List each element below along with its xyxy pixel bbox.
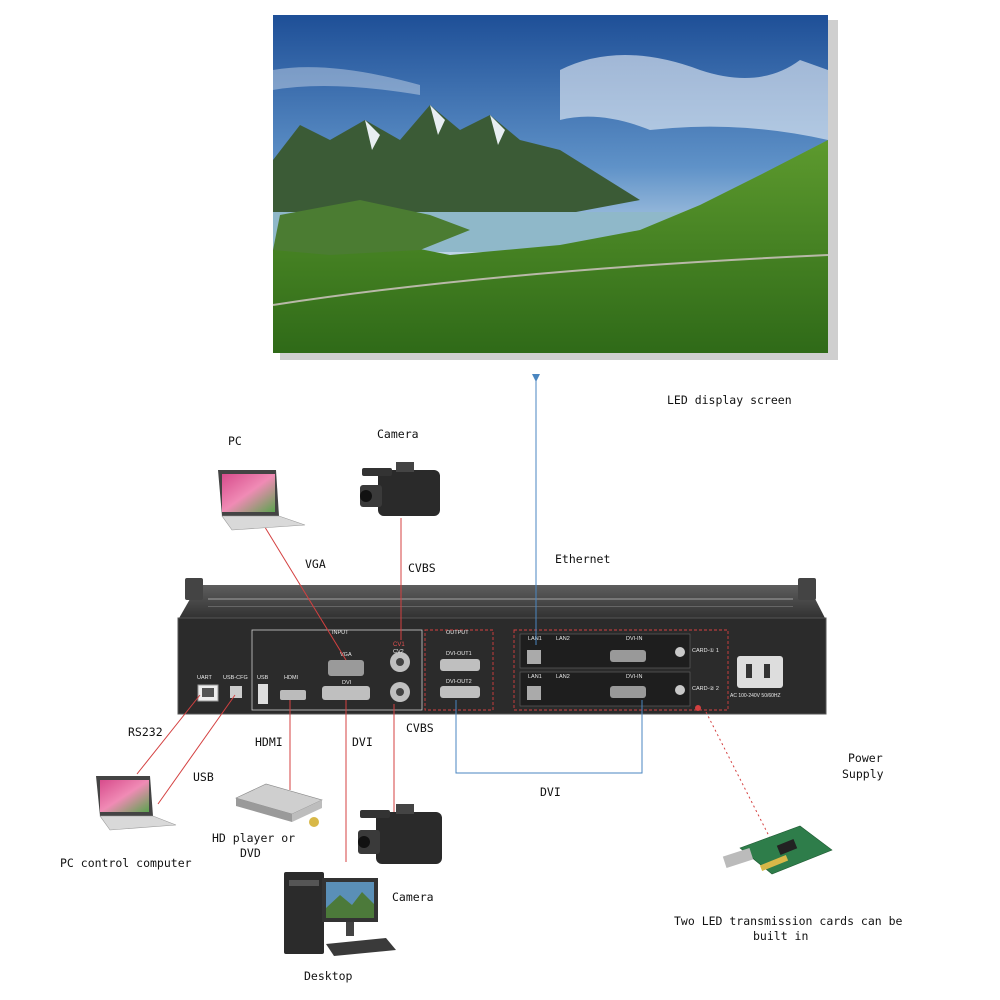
led-screen-image xyxy=(272,15,838,360)
device-label-lan2-b: LAN2 xyxy=(556,674,570,680)
vga-line xyxy=(262,523,347,661)
device-label-ac: AC 100-240V 50/60HZ xyxy=(730,693,781,699)
label-vga: VGA xyxy=(305,557,326,571)
hd-player-icon xyxy=(235,783,323,827)
signal-lines xyxy=(136,374,772,862)
device-label-dvi-out2: DVI-OUT2 xyxy=(446,679,472,685)
label-led-display-screen: LED display screen xyxy=(667,393,792,407)
pc-control-laptop-icon xyxy=(96,776,177,831)
rs232-line xyxy=(136,694,201,775)
device-label-dvi: DVI xyxy=(342,680,352,686)
label-hd-player-line2: DVD xyxy=(240,846,261,860)
device-label-vga: VGA xyxy=(340,652,352,658)
label-dvi-loop: DVI xyxy=(540,785,561,799)
label-camera-bottom: Camera xyxy=(392,890,434,904)
device-label-output: OUTPUT xyxy=(446,630,469,636)
device-label-input: INPUT xyxy=(332,630,349,636)
device-label-usb-cfg: USB-CFG xyxy=(223,675,248,681)
pc-laptop-icon xyxy=(218,470,306,531)
label-camera-top: Camera xyxy=(377,427,419,441)
device-label-card1: CARD-① 1 xyxy=(692,647,719,654)
camera-bottom-icon xyxy=(358,804,442,864)
label-dvi-input: DVI xyxy=(352,735,373,749)
device-label-dvi-in-b: DVI-IN xyxy=(626,674,643,680)
device-label-lan1-a: LAN1 xyxy=(528,636,542,642)
label-hdmi: HDMI xyxy=(255,735,283,749)
label-cards-note-line2: built in xyxy=(753,929,809,943)
label-power-supply-line2: Supply xyxy=(842,767,884,781)
device-label-uart: UART xyxy=(197,675,213,681)
usb-line xyxy=(157,694,236,805)
device-label-dvi-out1: DVI-OUT1 xyxy=(446,651,472,657)
label-hd-player-line1: HD player or xyxy=(212,831,296,845)
label-cvbs-top: CVBS xyxy=(408,561,436,575)
device-label-lan2-a: LAN2 xyxy=(556,636,570,642)
card-dotted-line xyxy=(705,711,772,841)
camera-top-icon xyxy=(360,462,440,516)
led-transmission-card-icon xyxy=(722,825,833,875)
label-rs232: RS232 xyxy=(128,725,163,739)
dvi-loop-line xyxy=(455,700,643,774)
label-ethernet: Ethernet xyxy=(555,552,611,566)
device-label-cv1: CV1 xyxy=(393,642,405,648)
label-cards-note-line1: Two LED transmission cards can be xyxy=(674,914,903,928)
label-desktop: Desktop xyxy=(304,969,353,983)
desktop-computer-icon xyxy=(284,872,396,956)
label-cvbs-bottom: CVBS xyxy=(406,721,434,735)
label-pc-control-computer: PC control computer xyxy=(60,856,192,870)
device-label-usb: USB xyxy=(257,675,269,681)
label-usb: USB xyxy=(193,770,214,784)
label-pc: PC xyxy=(228,434,242,448)
device-label-card2: CARD-② 2 xyxy=(692,685,719,692)
video-processor-device xyxy=(177,578,827,715)
label-power-supply-line1: Power xyxy=(848,751,883,765)
device-label-cv2: CV2 xyxy=(393,649,404,655)
device-label-lan1-b: LAN1 xyxy=(528,674,542,680)
device-label-hdmi: HDMI xyxy=(284,675,299,681)
device-label-dvi-in-a: DVI-IN xyxy=(626,636,643,642)
